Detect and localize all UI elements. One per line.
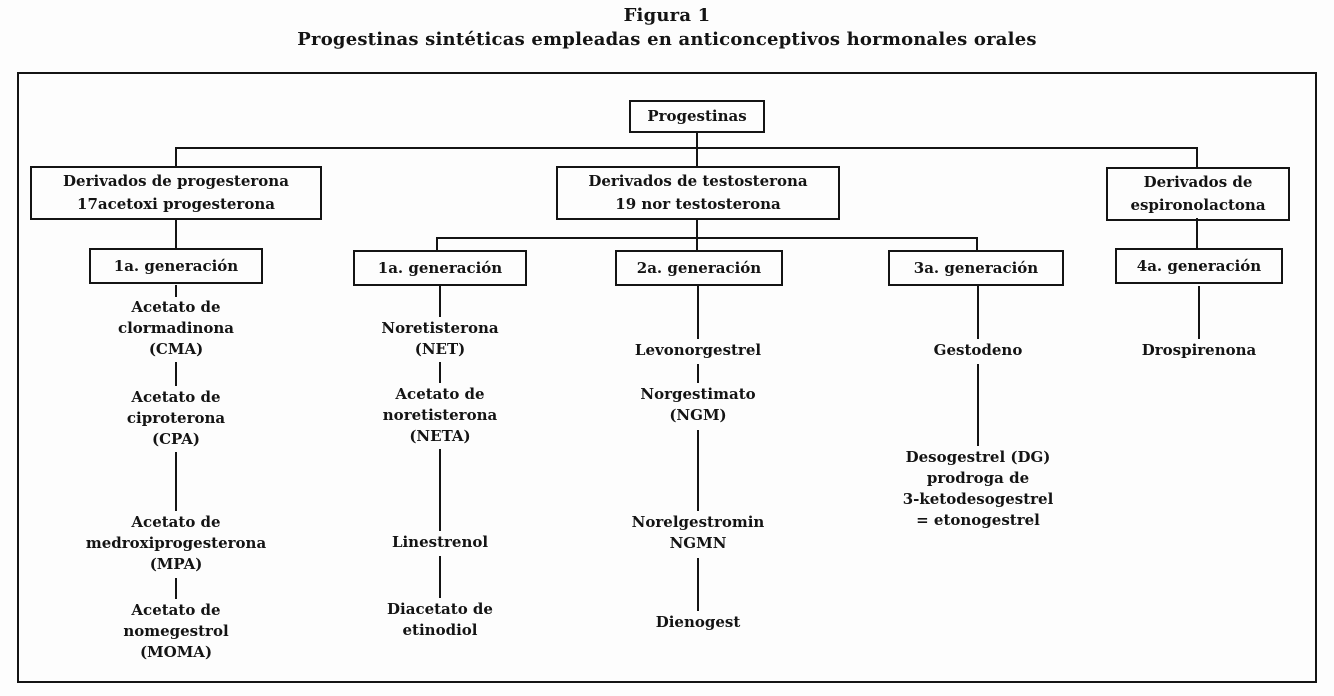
leaf-noretisterona: Noretisterona (NET) bbox=[381, 318, 498, 360]
connector-line bbox=[697, 430, 699, 511]
leaf-line: nomegestrol bbox=[123, 622, 229, 640]
gen-label: 2a. generación bbox=[636, 259, 762, 277]
branch-label-line: Derivados de bbox=[1143, 173, 1253, 191]
node-gen-2a: 2a. generación bbox=[615, 250, 783, 286]
connector-line bbox=[437, 237, 978, 239]
leaf-line: clormadinona bbox=[117, 319, 235, 337]
connector-line bbox=[175, 362, 177, 386]
figure-caption: Figura 1 Progestinas sintéticas empleada… bbox=[0, 4, 1334, 52]
connector-line bbox=[1198, 286, 1200, 339]
connector-line bbox=[1196, 218, 1198, 248]
connector-line bbox=[697, 364, 699, 383]
leaf-levonorgestrel: Levonorgestrel bbox=[635, 340, 761, 361]
leaf-line: Gestodeno bbox=[933, 341, 1023, 359]
leaf-diacetato-etinodiol: Diacetato de etinodiol bbox=[387, 599, 493, 641]
connector-line bbox=[439, 286, 441, 317]
leaf-line: ciproterona bbox=[126, 409, 226, 427]
leaf-acetato-noretisterona: Acetato de noretisterona (NETA) bbox=[383, 384, 497, 447]
leaf-line: (NETA) bbox=[409, 427, 471, 445]
leaf-acetato-ciproterona: Acetato de ciproterona (CPA) bbox=[127, 387, 225, 450]
leaf-line: Norelgestromin bbox=[631, 513, 765, 531]
leaf-line: (CMA) bbox=[148, 340, 204, 358]
connector-line bbox=[977, 286, 979, 339]
leaf-line: Noretisterona bbox=[381, 319, 499, 337]
leaf-line: Acetato de bbox=[131, 513, 221, 531]
connector-line bbox=[175, 452, 177, 511]
branch-label-line: Derivados de testosterona bbox=[588, 172, 808, 190]
connector-line bbox=[175, 285, 177, 297]
gen-label: 4a. generación bbox=[1136, 257, 1262, 275]
gen-label: 1a. generación bbox=[113, 257, 239, 275]
leaf-line: (CPA) bbox=[152, 430, 200, 448]
node-progestinas-label: Progestinas bbox=[647, 107, 747, 125]
branch-label-line: espironolactona bbox=[1130, 196, 1266, 214]
gen-label: 3a. generación bbox=[913, 259, 1039, 277]
leaf-line: etinodiol bbox=[402, 621, 478, 639]
diagram-border bbox=[17, 72, 1317, 683]
leaf-line: Acetato de bbox=[131, 388, 221, 406]
leaf-line: (MOMA) bbox=[139, 643, 213, 661]
connector-line bbox=[697, 286, 699, 339]
leaf-line: (NGM) bbox=[669, 406, 727, 424]
leaf-acetato-clormadinona: Acetato de clormadinona (CMA) bbox=[118, 297, 234, 360]
connector-line bbox=[175, 578, 177, 599]
connector-line bbox=[977, 364, 979, 446]
connector-line bbox=[439, 362, 441, 383]
leaf-drospirenona: Drospirenona bbox=[1142, 340, 1257, 361]
leaf-line: noretisterona bbox=[382, 406, 498, 424]
leaf-acetato-medroxiprogesterona: Acetato de medroxiprogesterona (MPA) bbox=[86, 512, 266, 575]
leaf-line: Diacetato de bbox=[387, 600, 493, 618]
leaf-line: medroxiprogesterona bbox=[85, 534, 267, 552]
connector-line bbox=[436, 237, 438, 251]
node-derivados-progesterona: Derivados de progesterona 17acetoxi prog… bbox=[30, 166, 322, 220]
node-gen-4a: 4a. generación bbox=[1115, 248, 1283, 284]
connector-line bbox=[439, 449, 441, 531]
leaf-dienogest: Dienogest bbox=[656, 612, 741, 633]
leaf-line: (NET) bbox=[414, 340, 466, 358]
figure-subtitle: Progestinas sintéticas empleadas en anti… bbox=[297, 29, 1037, 50]
leaf-norgestimato: Norgestimato (NGM) bbox=[640, 384, 755, 426]
leaf-line: Acetato de bbox=[131, 298, 221, 316]
leaf-line: (MPA) bbox=[149, 555, 203, 573]
leaf-line: NGMN bbox=[669, 534, 727, 552]
leaf-acetato-nomegestrol: Acetato de nomegestrol (MOMA) bbox=[123, 600, 228, 663]
connector-line bbox=[696, 133, 698, 148]
leaf-norelgestromin: Norelgestromin NGMN bbox=[632, 512, 765, 554]
leaf-line: Dienogest bbox=[655, 613, 741, 631]
leaf-line: Acetato de bbox=[395, 385, 485, 403]
leaf-line: Desogestrel (DG) bbox=[905, 448, 1051, 466]
node-derivados-testosterona: Derivados de testosterona 19 nor testost… bbox=[556, 166, 840, 220]
node-derivados-espironolactona: Derivados de espironolactona bbox=[1106, 167, 1290, 221]
gen-label: 1a. generación bbox=[377, 259, 503, 277]
node-progestinas: Progestinas bbox=[629, 100, 765, 133]
connector-line bbox=[175, 218, 177, 248]
connector-line bbox=[976, 237, 978, 251]
connector-line bbox=[1196, 147, 1198, 168]
leaf-gestodeno: Gestodeno bbox=[934, 340, 1023, 361]
leaf-linestrenol: Linestrenol bbox=[392, 532, 488, 553]
connector-line bbox=[696, 147, 698, 167]
connector-line bbox=[176, 147, 1198, 149]
connector-line bbox=[697, 558, 699, 611]
leaf-line: Linestrenol bbox=[391, 533, 489, 551]
leaf-line: 3-ketodesogestrel bbox=[902, 490, 1054, 508]
leaf-line: prodroga de bbox=[926, 469, 1030, 487]
figure-title: Figura 1 bbox=[623, 5, 711, 26]
leaf-line: = etonogestrel bbox=[916, 511, 1040, 529]
leaf-line: Norgestimato bbox=[640, 385, 756, 403]
branch-label-line: 17acetoxi progesterona bbox=[77, 195, 275, 213]
connector-line bbox=[439, 556, 441, 598]
connector-line bbox=[696, 237, 698, 251]
leaf-line: Drospirenona bbox=[1141, 341, 1257, 359]
connector-line bbox=[175, 147, 177, 167]
leaf-line: Acetato de bbox=[131, 601, 221, 619]
node-gen-1a-progesterona: 1a. generación bbox=[89, 248, 263, 284]
node-gen-3a: 3a. generación bbox=[888, 250, 1064, 286]
leaf-line: Levonorgestrel bbox=[634, 341, 762, 359]
branch-label-line: Derivados de progesterona bbox=[63, 172, 289, 190]
branch-label-line: 19 nor testosterona bbox=[615, 195, 781, 213]
leaf-desogestrel: Desogestrel (DG) prodroga de 3-ketodesog… bbox=[903, 447, 1054, 531]
node-gen-1a-testosterona: 1a. generación bbox=[353, 250, 527, 286]
connector-line bbox=[696, 220, 698, 238]
